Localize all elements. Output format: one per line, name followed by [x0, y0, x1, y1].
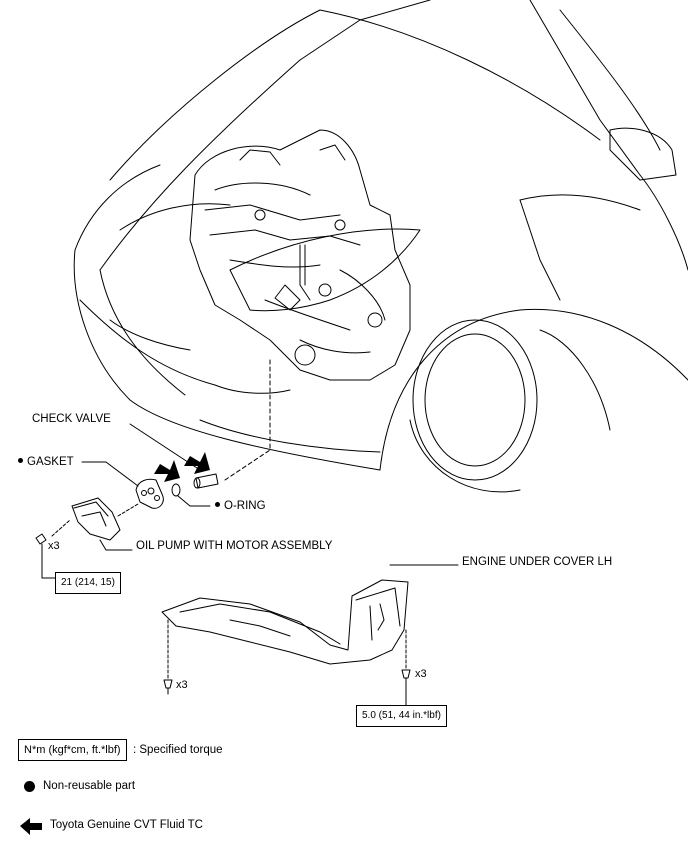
gasket-part [81, 461, 164, 509]
legend-torque-box: N*m (kgf*cm, ft.*lbf) [18, 739, 127, 761]
gasket-label: GASKET [18, 456, 74, 469]
cover-bolt-qty-right: x3 [415, 668, 427, 680]
legend-non-reusable: Non-reusable part [43, 780, 136, 792]
engine-under-cover-part [161, 564, 459, 681]
o-ring-label: O-RING [215, 500, 266, 513]
vehicle-body-drawing [73, 0, 688, 493]
legend-fluid: Toyota Genuine CVT Fluid TC [50, 819, 203, 831]
non-reusable-legend-icon [24, 781, 35, 792]
fluid-arrow-icon [154, 460, 180, 482]
oil-pump-label: OIL PUMP WITH MOTOR ASSEMBLY [136, 540, 333, 552]
oil-pump-bolt-qty: x3 [48, 540, 60, 552]
cover-bolt-qty-left: x3 [176, 679, 188, 691]
fluid-arrow-icon [20, 818, 42, 835]
engine-transaxle-drawing [189, 129, 411, 381]
o-ring-label-text: O-RING [224, 500, 266, 512]
fluid-arrow-icon [184, 452, 210, 474]
under-cover-bolts [163, 669, 411, 707]
engine-under-cover-label: ENGINE UNDER COVER LH [462, 556, 613, 568]
check-valve-label: CHECK VALVE [32, 413, 111, 425]
legend-torque-desc: : Specified torque [133, 744, 223, 756]
non-reusable-dot-icon [18, 458, 23, 464]
oil-pump-torque-box: 21 (214, 15) [55, 572, 121, 594]
oil-pump-bolt [35, 533, 56, 579]
oil-pump-part [51, 497, 139, 551]
o-ring-part [171, 483, 181, 497]
cover-torque-box: 5.0 (51, 44 in.*lbf) [356, 705, 447, 727]
gasket-label-text: GASKET [27, 456, 74, 468]
non-reusable-dot-icon [215, 502, 220, 508]
